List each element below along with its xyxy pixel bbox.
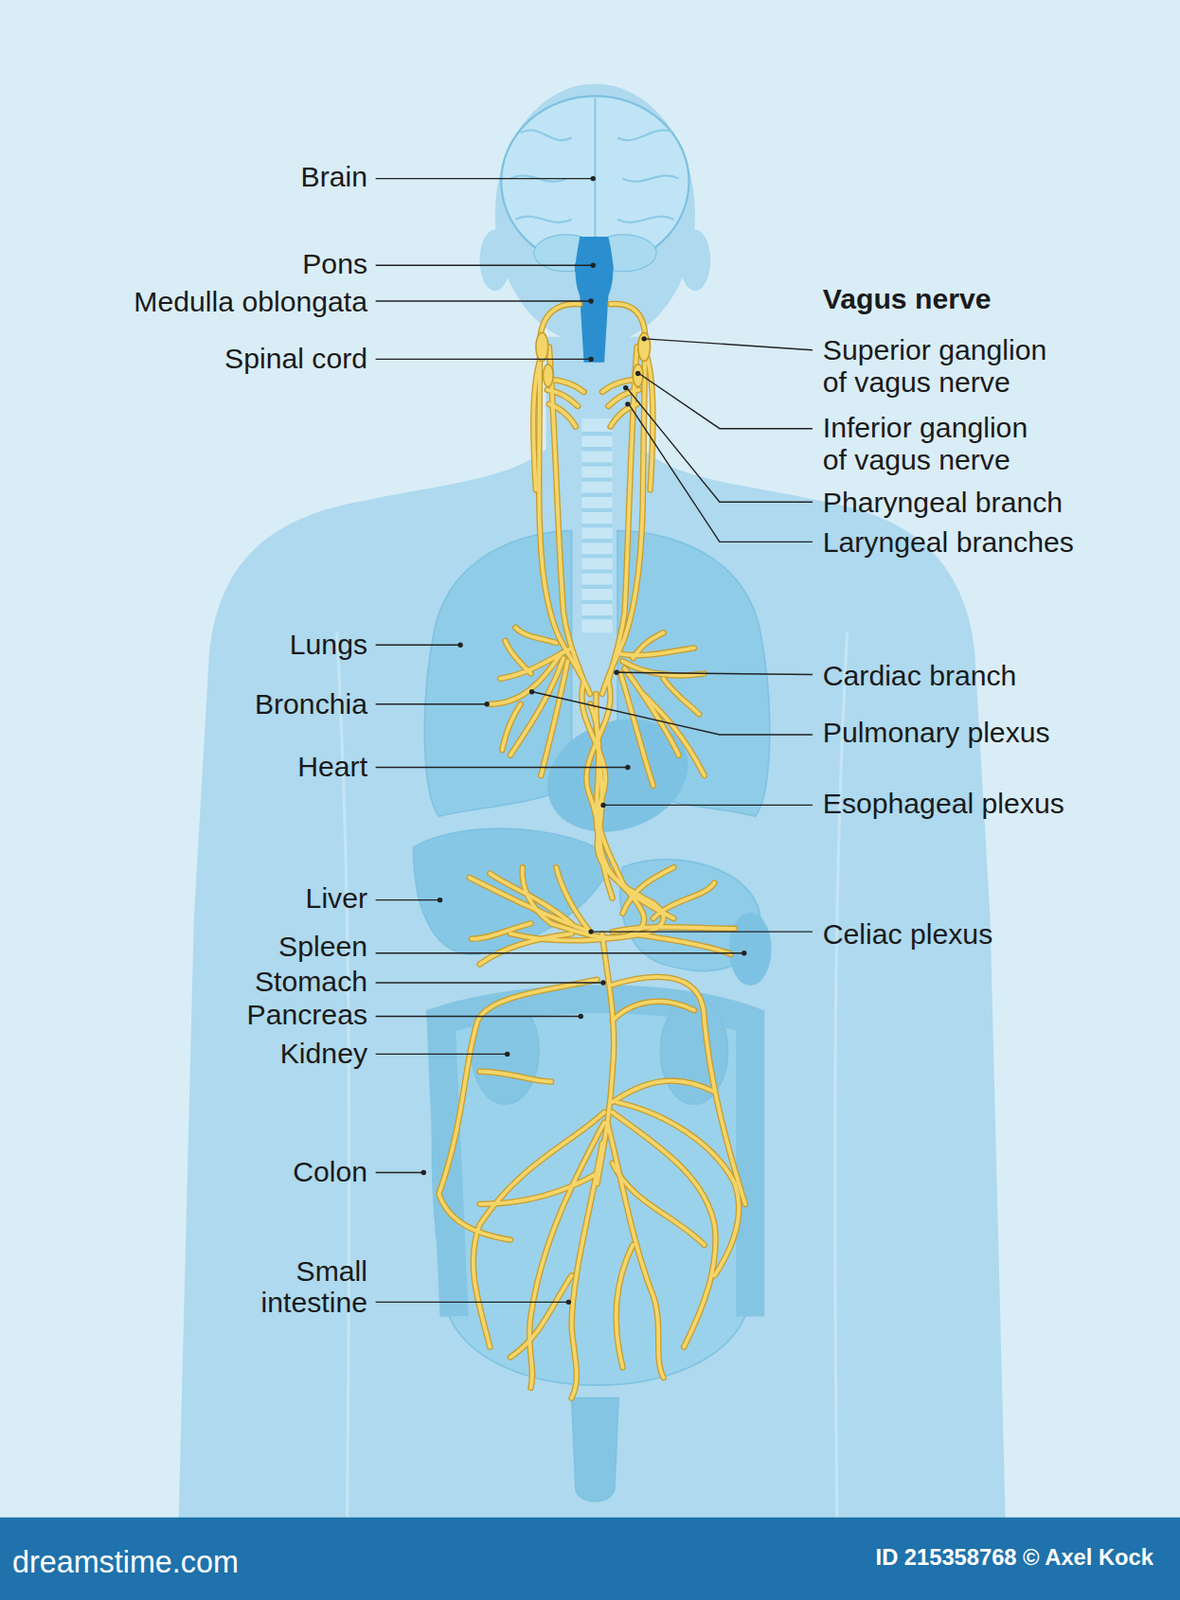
nerve-part-label: Laryngeal branches: [822, 526, 1161, 558]
nerve-part-label: Pharyngeal branch: [822, 486, 1161, 519]
nerve-part-label: Inferior ganglion of vagus nerve: [822, 411, 1055, 476]
credit: ID 215358768 © Axel Kock: [643, 1546, 1154, 1572]
brainstem: [575, 236, 614, 363]
organ-label: Pancreas: [20, 999, 368, 1031]
nerve-part-label: Celiac plexus: [822, 918, 1161, 950]
organ-label: Pons: [20, 247, 368, 279]
nerve-fill: [438, 303, 745, 1399]
footer-bar: [0, 1518, 1180, 1600]
organ-label: Stomach: [20, 965, 368, 997]
leader-lines: [375, 176, 813, 1306]
organ-label: Heart: [20, 750, 368, 783]
nerve-part-label: Superior ganglion of vagus nerve: [822, 334, 1055, 398]
organ-label: Kidney: [20, 1037, 368, 1070]
watermark: dreamstime.com: [12, 1544, 421, 1579]
organ-label: Colon: [20, 1156, 368, 1188]
title: Vagus nerve: [822, 282, 1161, 314]
nerve-part-label: Esophageal plexus: [822, 787, 1161, 820]
organ-label: Liver: [20, 882, 368, 914]
organ-label: Brain: [20, 160, 368, 193]
nerve-part-label: Cardiac branch: [822, 660, 1161, 692]
organ-label: Bronchia: [20, 688, 368, 720]
vagus-nerve: [438, 303, 745, 1399]
nerve-outline: [438, 303, 745, 1399]
organ-label: Spleen: [20, 929, 368, 962]
nerve-part-label: Pulmonary plexus: [822, 715, 1161, 748]
organ-label: Lungs: [20, 627, 368, 660]
trachea: [581, 418, 612, 633]
organ-label: Spinal cord: [20, 342, 368, 375]
brain: [500, 95, 689, 362]
organ-label: Small intestine: [234, 1254, 368, 1319]
organ-label: Medulla oblongata: [20, 285, 368, 317]
